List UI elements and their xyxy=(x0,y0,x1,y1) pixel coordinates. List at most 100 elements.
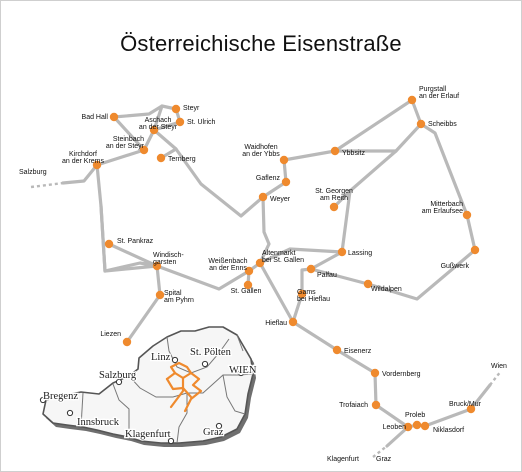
town-eisenerz-marker[interactable] xyxy=(332,345,342,355)
town-vordernberg-marker[interactable] xyxy=(370,368,380,378)
town-vordernberg[interactable]: Vordernberg xyxy=(370,368,421,378)
inset-city-innsbruck-label: Innsbruck xyxy=(77,417,120,428)
town-gusswerk-marker[interactable] xyxy=(470,245,480,255)
town-windisch[interactable]: Windisch-garsten xyxy=(152,252,185,271)
town-palfau-marker[interactable] xyxy=(306,264,316,274)
town-eisenerz[interactable]: Eisenerz xyxy=(332,345,372,355)
town-kirchdorf-marker[interactable] xyxy=(92,160,102,170)
town-ternberg[interactable]: Ternberg xyxy=(156,153,196,163)
inset-city-stpoelten-marker xyxy=(201,360,209,368)
town-spital-marker[interactable] xyxy=(155,290,165,300)
town-bruck-marker[interactable] xyxy=(466,404,476,414)
town-gaflenz-marker[interactable] xyxy=(281,177,291,187)
town-trofaiach[interactable]: Trofaiach xyxy=(339,400,381,410)
town-stgallen-label: St. Gallen xyxy=(231,288,262,295)
town-proleb[interactable]: Proleb xyxy=(405,412,425,430)
town-stgeorgen-marker[interactable] xyxy=(329,202,339,212)
town-proleb-marker[interactable] xyxy=(412,420,422,430)
town-gams-marker[interactable] xyxy=(297,289,307,299)
town-palfau[interactable]: Palfau xyxy=(306,264,337,279)
town-stpankraz[interactable]: St. Pankraz xyxy=(104,238,154,249)
town-wildalpen[interactable]: Wildalpen xyxy=(363,279,402,293)
town-ybbsitz[interactable]: Ybbsitz xyxy=(330,146,366,157)
town-ternberg-marker[interactable] xyxy=(156,153,166,163)
town-stpankraz-marker[interactable] xyxy=(104,239,114,249)
town-niklasdorf-marker[interactable] xyxy=(420,421,430,431)
town-aschach-marker[interactable] xyxy=(149,125,159,135)
route-segment-2 xyxy=(152,104,178,160)
route-segment-5 xyxy=(103,264,251,291)
town-leoben[interactable]: Leoben xyxy=(383,422,413,432)
town-stulrich[interactable]: St. Ulrich xyxy=(175,117,216,127)
inset-city-bregenz-marker xyxy=(39,396,47,404)
town-weyer[interactable]: Weyer xyxy=(258,192,291,203)
town-leoben-marker[interactable] xyxy=(403,422,413,432)
town-steinbach-marker[interactable] xyxy=(139,145,149,155)
town-scheibbs-marker[interactable] xyxy=(416,119,426,129)
inset-city-innsbruck-marker xyxy=(66,409,74,417)
town-stgallen-marker[interactable] xyxy=(243,280,253,290)
town-wildalpen-marker[interactable] xyxy=(363,279,373,289)
map-title: Österreichische Eisenstraße xyxy=(120,31,402,56)
town-bruck[interactable]: Bruck/Mur xyxy=(449,401,482,414)
town-weyer-label: Weyer xyxy=(270,196,291,203)
town-waidhofen-marker[interactable] xyxy=(279,155,289,165)
town-gaflenz[interactable]: Gaflenz xyxy=(256,175,291,187)
town-hieflau[interactable]: Hieflau xyxy=(265,317,298,327)
town-steyr-marker[interactable] xyxy=(171,104,181,114)
route-segment-12 xyxy=(394,122,423,153)
town-stgallen[interactable]: St. Gallen xyxy=(231,280,262,295)
town-liezen-marker[interactable] xyxy=(122,337,132,347)
town-ybbsitz-marker[interactable] xyxy=(330,146,340,156)
town-weyer-marker[interactable] xyxy=(258,192,268,202)
town-stpankraz-label: St. Pankraz xyxy=(117,238,154,245)
town-wildalpen-label: Wildalpen xyxy=(371,286,402,293)
inset-city-wien-label: WIEN xyxy=(229,365,257,376)
town-hieflau-marker[interactable] xyxy=(288,317,298,327)
town-mitterbach-marker[interactable] xyxy=(462,210,472,220)
town-liezen[interactable]: Liezen xyxy=(100,331,132,347)
town-badhall-label: Bad Hall xyxy=(82,114,109,121)
town-windisch-marker[interactable] xyxy=(152,261,162,271)
inset-city-graz-marker xyxy=(215,422,223,430)
town-trofaiach-marker[interactable] xyxy=(371,400,381,410)
inset-city-linz-label: Linz xyxy=(151,352,171,363)
town-purgstall-marker[interactable] xyxy=(407,95,417,105)
town-gusswerk[interactable]: Gußwerk xyxy=(441,245,480,270)
inset-city-salzburg-marker xyxy=(115,378,123,386)
town-weissenbach-marker[interactable] xyxy=(244,266,254,276)
route-to-wien-dashed xyxy=(489,370,502,386)
town-badhall-marker[interactable] xyxy=(109,112,119,122)
town-lassing-marker[interactable] xyxy=(337,247,347,257)
external-label-wien: Wien xyxy=(491,363,507,370)
town-scheibbs[interactable]: Scheibbs xyxy=(416,119,457,129)
inset-city-klagenfurt-marker xyxy=(167,437,175,445)
town-stulrich-marker[interactable] xyxy=(175,117,185,127)
route-to-wien xyxy=(469,383,492,411)
town-lassing[interactable]: Lassing xyxy=(337,247,372,257)
town-niklasdorf[interactable]: Niklasdorf xyxy=(420,421,464,434)
town-steyr[interactable]: Steyr xyxy=(171,104,200,114)
town-badhall[interactable]: Bad Hall xyxy=(82,112,119,122)
route-segment-13 xyxy=(258,247,344,324)
town-altenmarkt-marker[interactable] xyxy=(255,258,265,268)
